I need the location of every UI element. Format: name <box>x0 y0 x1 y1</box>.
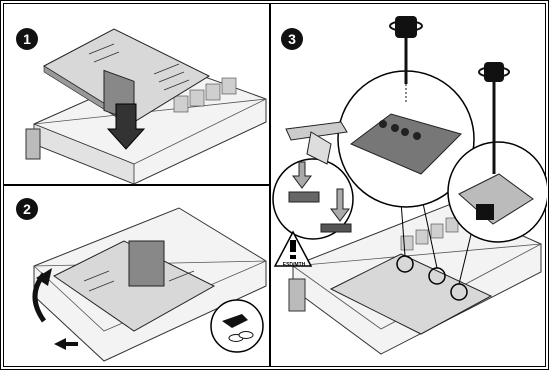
step-2-drawing <box>32 207 267 362</box>
step-2-badge: 2 <box>16 198 38 220</box>
step-3-drawing <box>272 16 547 355</box>
cpu-heatsink <box>350 113 462 175</box>
heatsink <box>128 240 165 287</box>
step-1-drawing <box>25 28 267 185</box>
step-1-badge: 1 <box>16 28 38 50</box>
caution-triangle-icon <box>273 230 313 267</box>
screwdriver-rotate-icon <box>389 16 423 104</box>
power-supply <box>25 128 41 160</box>
thermal-grease-icon <box>210 299 264 353</box>
step-1-panel: 1 <box>3 3 270 185</box>
step-3-panel: 3 <box>270 3 547 367</box>
warning-label: ESD/MTH <box>282 262 306 268</box>
step-3-badge: 3 <box>281 28 303 50</box>
push-arrow <box>54 338 78 350</box>
step-2-panel: 2 <box>3 185 270 367</box>
fan-row <box>173 77 237 113</box>
ribbon-cable <box>285 121 348 141</box>
motherboard <box>329 253 493 335</box>
screwdriver-rotate-icon <box>478 62 510 174</box>
lower-arrow <box>106 103 146 150</box>
